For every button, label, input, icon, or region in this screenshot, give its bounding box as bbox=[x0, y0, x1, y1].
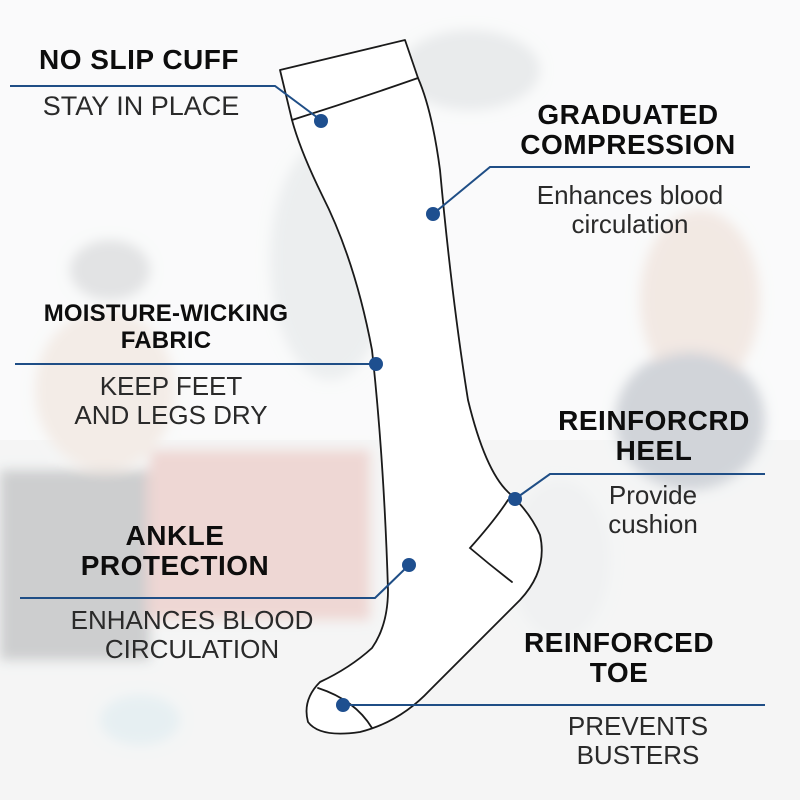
toe-title-line2: TOE bbox=[589, 657, 649, 688]
callout-dot-toe bbox=[336, 698, 350, 712]
moisture-sub-line2: AND LEGS DRY bbox=[74, 400, 268, 430]
moisture-sub-line1: KEEP FEET bbox=[99, 371, 243, 401]
toe-sub-line1: PREVENTS bbox=[567, 711, 709, 741]
callout-line-cuff bbox=[10, 85, 323, 122]
callout-dot-cuff bbox=[314, 114, 328, 128]
graduated-subtitle: Enhances blood circulation bbox=[520, 181, 740, 239]
callout-line-heel bbox=[514, 473, 765, 500]
heel-line bbox=[468, 499, 513, 583]
callout-dot-ankle bbox=[402, 558, 416, 572]
ankle-sub-line1: ENHANCES BLOOD bbox=[70, 605, 314, 635]
ankle-sub-line2: CIRCULATION bbox=[104, 634, 280, 664]
heel-sub-line1: Provide bbox=[608, 480, 698, 510]
toe-title-line1: REINFORCED bbox=[523, 627, 715, 658]
cuff-title: NO SLIP CUFF bbox=[39, 44, 239, 75]
ankle-subtitle: ENHANCES BLOOD CIRCULATION bbox=[48, 606, 336, 664]
callout-dot-graduated bbox=[426, 207, 440, 221]
moisture-title-line2: FABRIC bbox=[120, 327, 212, 354]
ankle-title-line2: PROTECTION bbox=[80, 550, 270, 581]
callout-dot-heel bbox=[508, 492, 522, 506]
graduated-title-line1: GRADUATED bbox=[537, 99, 719, 130]
heel-subtitle: Provide cushion bbox=[560, 481, 746, 539]
moisture-subtitle: KEEP FEET AND LEGS DRY bbox=[40, 372, 302, 430]
callout-line-ankle bbox=[20, 564, 410, 599]
heel-title-line2: HEEL bbox=[615, 435, 693, 466]
moisture-title: MOISTURE-WICKING FABRIC bbox=[30, 300, 302, 354]
ankle-title: ANKLE PROTECTION bbox=[65, 521, 285, 581]
graduated-title: GRADUATED COMPRESSION bbox=[508, 100, 748, 160]
cuff-band-line bbox=[291, 77, 419, 121]
moisture-title-line1: MOISTURE-WICKING bbox=[43, 300, 289, 327]
callout-dot-moisture bbox=[369, 357, 383, 371]
heel-sub-line2: cushion bbox=[608, 509, 698, 539]
cuff-subtitle: STAY IN PLACE bbox=[42, 91, 240, 121]
toe-sub-line2: BUSTERS bbox=[576, 740, 700, 770]
ankle-title-line1: ANKLE bbox=[125, 520, 225, 551]
graduated-title-line2: COMPRESSION bbox=[520, 129, 736, 160]
callout-line-graduated bbox=[432, 166, 750, 215]
graduated-sub-line1: Enhances blood bbox=[536, 180, 724, 210]
heel-title-line1: REINFORCRD bbox=[558, 405, 750, 436]
heel-title: REINFORCRD HEEL bbox=[540, 406, 768, 466]
toe-subtitle: PREVENTS BUSTERS bbox=[548, 712, 728, 770]
graduated-sub-line2: circulation bbox=[571, 209, 689, 239]
toe-title: REINFORCED TOE bbox=[508, 628, 730, 688]
